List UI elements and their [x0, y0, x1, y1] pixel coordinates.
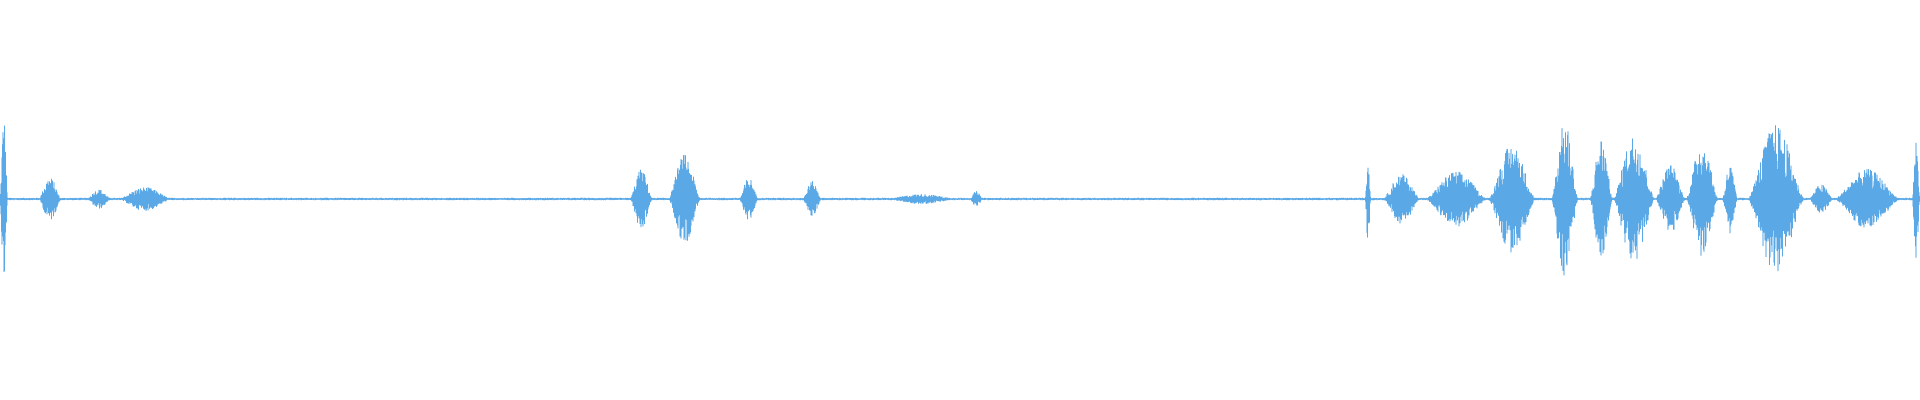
waveform-path — [0, 125, 1920, 276]
